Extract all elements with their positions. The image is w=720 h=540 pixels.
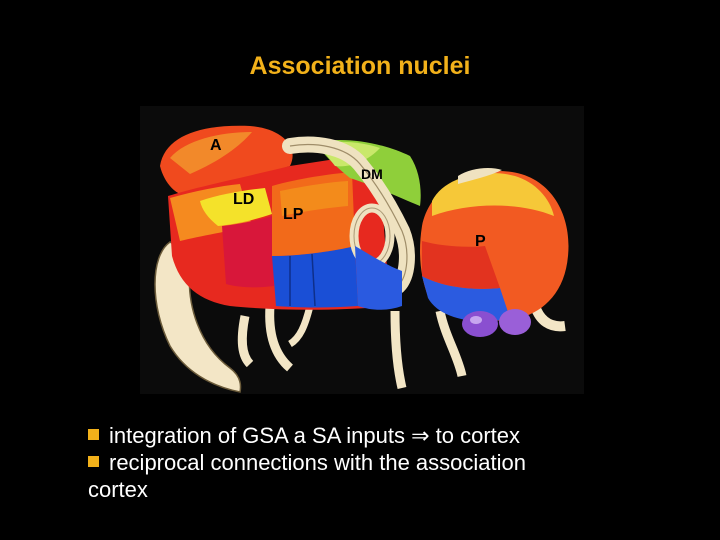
lp-shade bbox=[280, 181, 348, 216]
label-ld: LD bbox=[233, 191, 254, 208]
label-a: A bbox=[210, 137, 222, 154]
fiber-strand bbox=[265, 305, 294, 372]
anterior-nucleus bbox=[160, 125, 293, 197]
bullet-text-continued: to cortex bbox=[435, 423, 521, 448]
bullet-item-continuation: cortex bbox=[88, 477, 148, 502]
medial-geniculate bbox=[462, 311, 498, 337]
pulvinar-top-cap bbox=[458, 168, 502, 184]
pulvinar-yellow-cap bbox=[432, 173, 554, 216]
blue-lower-segment bbox=[355, 246, 402, 310]
bullet-text: reciprocal connections with the associat… bbox=[109, 450, 527, 475]
bullet-text: integration of GSA a SA inputs bbox=[109, 423, 405, 448]
fiber-strand bbox=[237, 315, 254, 368]
pulvinar-red-band bbox=[422, 241, 500, 289]
implies-arrow-icon: ⇒ bbox=[411, 423, 430, 448]
label-p: P bbox=[475, 233, 486, 250]
anterior-shade bbox=[170, 132, 252, 174]
crimson-segment bbox=[222, 216, 274, 288]
thalamus-illustration: A DM LD LP P bbox=[140, 106, 584, 394]
label-lp: LP bbox=[283, 206, 304, 223]
pulvinar-blue-base bbox=[422, 276, 510, 322]
geniculate-highlight bbox=[470, 316, 482, 324]
ld-nucleus bbox=[200, 188, 272, 226]
lateral-geniculate bbox=[499, 309, 531, 335]
fiber-strand bbox=[435, 310, 467, 378]
blue-segment bbox=[311, 253, 316, 307]
bullet-item: reciprocal connections with the associat… bbox=[88, 449, 688, 476]
square-bullet-icon bbox=[88, 429, 99, 440]
blue-segment bbox=[272, 246, 358, 308]
slide-title: Association nuclei bbox=[249, 52, 471, 80]
label-dm: DM bbox=[361, 166, 383, 182]
fiber-strand bbox=[287, 305, 314, 348]
internal-medullary-lamina-outline bbox=[289, 143, 408, 287]
square-bullet-icon bbox=[88, 456, 99, 467]
bullet-list: integration of GSA a SA inputs ⇒ to cort… bbox=[88, 422, 688, 503]
fiber-strand bbox=[390, 310, 407, 390]
bullet-item: integration of GSA a SA inputs ⇒ to cort… bbox=[88, 422, 688, 449]
